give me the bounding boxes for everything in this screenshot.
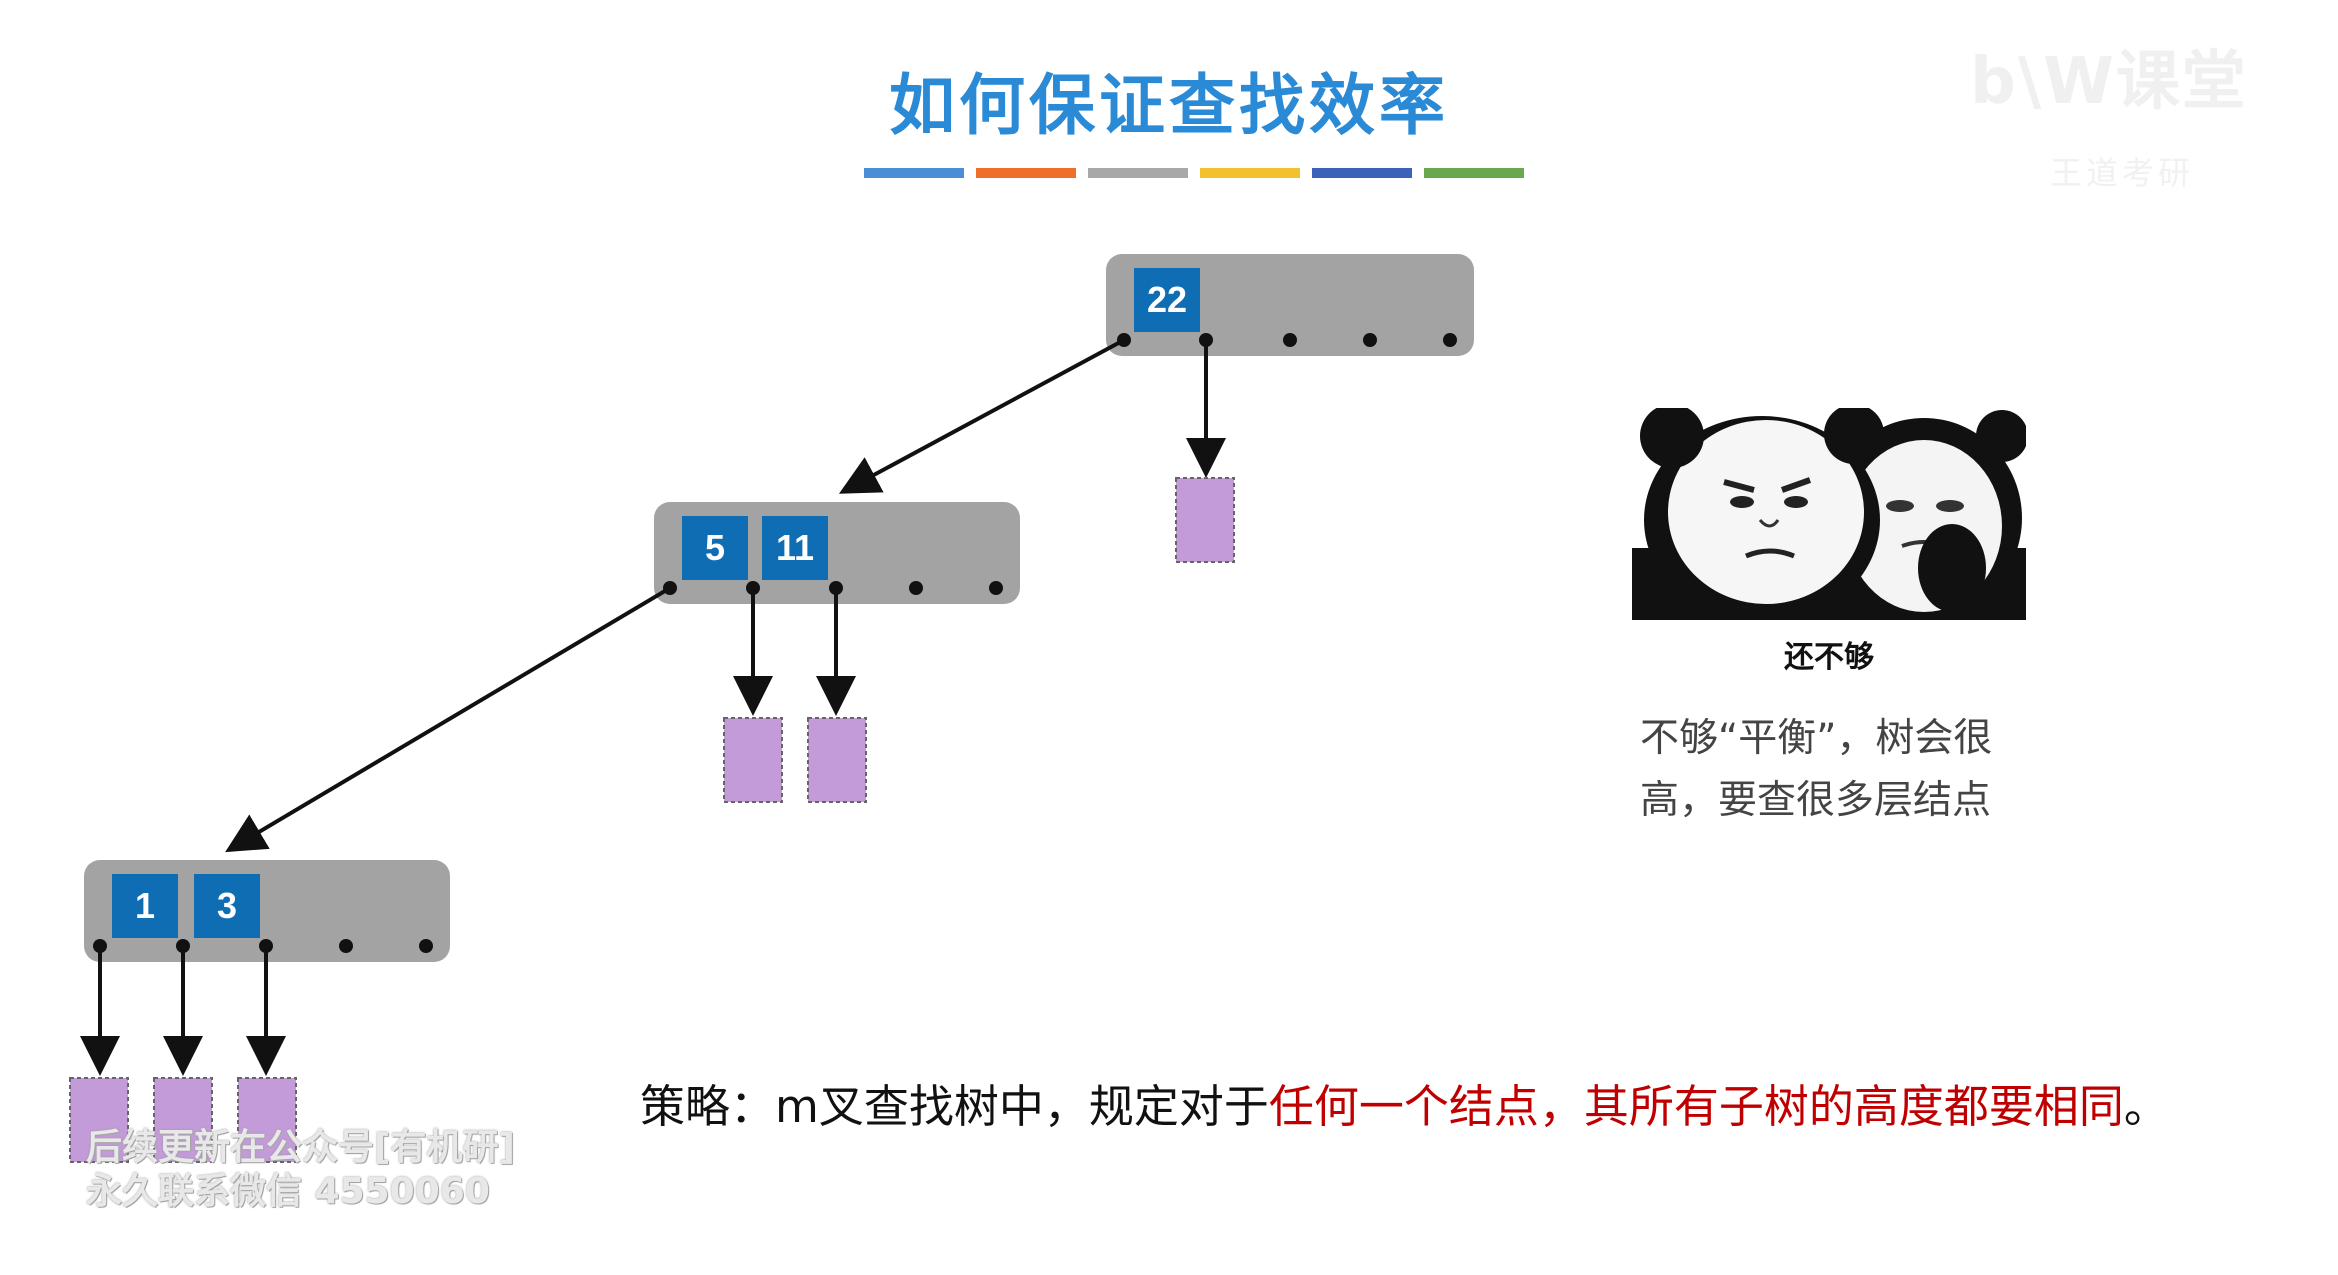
edge-arrow: [838, 338, 1125, 494]
key-label: 1: [135, 885, 155, 926]
tree-node-level2: 5 11: [654, 502, 1020, 604]
color-bar: [1200, 168, 1300, 178]
strategy-suffix: 。: [2123, 1080, 2169, 1133]
key-label: 5: [705, 527, 725, 568]
leaf-nodes: [69, 477, 1235, 1163]
key-box: [682, 516, 748, 580]
key-label: 22: [1147, 279, 1187, 320]
key-label: 3: [217, 885, 237, 926]
empty-leaf: [69, 1077, 129, 1163]
edge-arrow: [225, 586, 672, 853]
overlay-watermark-line: 后续更新在公众号[有机研]: [86, 1127, 515, 1168]
pointer-dot: [989, 581, 1003, 595]
key-box: [194, 874, 260, 938]
pointer-dot: [1443, 333, 1457, 347]
panda-meme-image: [1632, 404, 2028, 624]
pointer-dot: [1283, 333, 1297, 347]
empty-leaf: [723, 717, 783, 803]
empty-leaf: [237, 1077, 297, 1163]
pointer-dot: [339, 939, 353, 953]
side-note: 不够“平衡”，树会很 高，要查很多层结点: [1640, 708, 2040, 832]
title-color-bars: [864, 168, 1524, 178]
color-bar: [1088, 168, 1188, 178]
key-box: [1134, 268, 1200, 332]
color-bar: [1424, 168, 1524, 178]
pointer-dot: [1363, 333, 1377, 347]
empty-leaf: [1175, 477, 1235, 563]
tree-node-level3: 1 3: [84, 860, 450, 962]
strategy-highlight: 其所有子树的高度都要相同: [1583, 1080, 2124, 1133]
side-note-line: 不够“平衡”，树会很: [1640, 716, 1993, 761]
page-title: 如何保证查找效率: [889, 67, 1449, 144]
color-bar: [864, 168, 964, 178]
overlay-watermark-line: 永久联系微信 4550060: [86, 1171, 490, 1212]
key-label: 11: [776, 527, 814, 568]
color-bar: [1312, 168, 1412, 178]
overlay-watermark: 后续更新在公众号[有机研] 永久联系微信 4550060: [86, 1126, 515, 1214]
tree-edges: [80, 338, 1226, 1076]
empty-leaf: [153, 1077, 213, 1163]
panda-face-icon: [1826, 410, 2028, 618]
pointer-dot: [909, 581, 923, 595]
strategy-prefix: 策略：m叉查找树中，规定对于: [640, 1080, 1269, 1133]
side-note-line: 高，要查很多层结点: [1640, 778, 1992, 823]
strategy-statement: 策略：m叉查找树中，规定对于任何一个结点，其所有子树的高度都要相同。: [640, 1070, 2320, 1135]
color-bar: [976, 168, 1076, 178]
panda-face-icon: [1640, 404, 1884, 624]
tree-node-root: 22: [1106, 254, 1474, 356]
meme-caption: 还不够: [1784, 640, 1874, 675]
pointer-dot: [419, 939, 433, 953]
key-box: [762, 516, 828, 580]
watermark-logo: b\W课堂: [1970, 45, 2248, 119]
strategy-highlight: 任何一个结点，: [1268, 1080, 1584, 1133]
key-box: [112, 874, 178, 938]
watermark-subtitle: 王道考研: [2050, 154, 2195, 192]
empty-leaf: [807, 717, 867, 803]
